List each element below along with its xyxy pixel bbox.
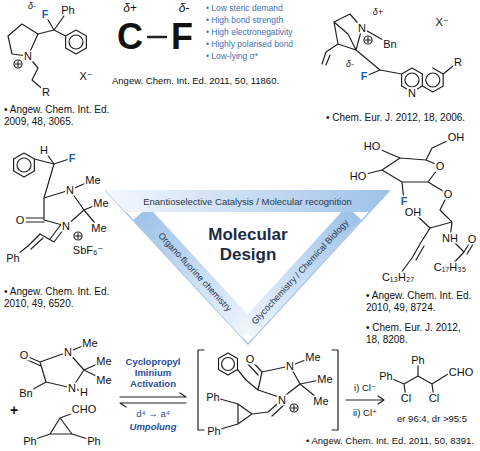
- triangle-shape: [106, 191, 389, 344]
- atom-label: N: [61, 221, 71, 232]
- atom-label: H: [39, 145, 49, 156]
- fluorine-label: F: [360, 71, 369, 82]
- atom-label: X⁻: [434, 17, 449, 28]
- cinchona-structure: [322, 14, 458, 92]
- band-fill: [105, 190, 390, 212]
- atom-label: SbF₆⁻: [72, 245, 104, 256]
- atom-label: R: [453, 57, 463, 68]
- atom-label: H: [79, 387, 89, 398]
- atom-label: R: [41, 87, 51, 98]
- atom-label: N: [407, 88, 417, 99]
- plus-sign: +: [9, 403, 19, 417]
- atom-label: Ph: [378, 371, 393, 382]
- partial-charge: δ+: [372, 8, 384, 17]
- atom-label: CHO: [71, 404, 97, 415]
- property-bullet: • Low steric demand: [206, 4, 283, 14]
- atom-label: Ph: [410, 355, 425, 366]
- partial-charge: δ-: [345, 60, 355, 69]
- atom-label: O: [245, 354, 256, 365]
- pyrrolidinium-structure: [8, 16, 86, 92]
- atom-label: O: [443, 189, 454, 200]
- atom-label: O: [435, 161, 446, 172]
- property-bullet: • Low-lying σ*: [206, 52, 258, 62]
- atom-label: O: [467, 234, 478, 245]
- umpolung-note: d⁴ → a⁴: [135, 409, 171, 419]
- atom-label: N: [65, 185, 75, 196]
- node-text: Molecular Design: [196, 225, 300, 265]
- fluorine-label: F: [68, 153, 77, 164]
- property-bullet: • High bond strength: [206, 16, 283, 26]
- intermediate-structure: [213, 353, 325, 431]
- atom-label: OH: [447, 132, 466, 143]
- property-bullet: • High electronegativity: [206, 28, 293, 38]
- atom-label: O: [15, 215, 26, 226]
- atom-label: N: [23, 51, 33, 62]
- atom-label: N: [67, 383, 77, 394]
- reaction-condition: ii) Cl⁺: [352, 408, 378, 418]
- atom-label: Cl: [428, 393, 440, 404]
- atom-label: Ph: [206, 426, 221, 437]
- atom-label: C₁₃H₂₇: [381, 272, 415, 283]
- citation: • Angew. Chem. Int. Ed. 2009, 48, 3065.: [4, 104, 114, 127]
- atom-label: Bn: [18, 388, 33, 399]
- atom-label: C₁₇H₃₅: [433, 262, 467, 273]
- bond-atom: C: [116, 19, 144, 55]
- node-text: Enantioselective Catalysis / Molecular r…: [128, 196, 368, 207]
- equilibrium-arrows: [120, 393, 186, 407]
- theme-band: Enantioselective Catalysis / Molecular r…: [105, 190, 390, 212]
- fluorine-label: F: [41, 9, 50, 20]
- partial-charge: δ-: [178, 2, 191, 14]
- atom-label: O: [19, 350, 30, 361]
- atom-label: Ph: [86, 436, 101, 447]
- atom-label: OH: [404, 207, 423, 218]
- atom-label: N: [277, 395, 287, 406]
- citation: • Angew. Chem. Int. Ed. 2010, 49, 6520.: [4, 286, 114, 309]
- carbon-fluorine-bond: [148, 36, 166, 39]
- atom-label: Ph: [22, 436, 37, 447]
- atom-label: CHO: [448, 367, 474, 378]
- atom-label: X⁻: [78, 71, 93, 82]
- property-bullet: • Highly polarised bond: [206, 40, 293, 50]
- atom-label: N: [357, 23, 367, 34]
- atom-label: HO: [363, 141, 382, 152]
- atom-label: Ph: [5, 253, 20, 264]
- atom-label: Ph: [60, 5, 75, 16]
- reaction-condition: i) Cl⁻: [353, 383, 377, 393]
- atom-label: Me: [95, 375, 112, 386]
- partial-charge: δ+: [122, 2, 138, 14]
- brackets: [198, 350, 338, 430]
- citation: • Chem. Eur. J. 2012, 18, 2006.: [326, 112, 474, 124]
- atom-label: Me: [81, 338, 98, 349]
- atom-label: Me: [90, 223, 107, 234]
- reaction-condition: er 96:4, dr >95:5: [396, 414, 468, 424]
- atom-label: N: [285, 361, 295, 372]
- imidazolidinone-structure: [24, 343, 104, 393]
- citation: • Chem. Eur. J. 2012, 18, 8208.: [366, 322, 474, 345]
- umpolung-note: Umpolung: [129, 422, 178, 432]
- atom-label: Me: [304, 352, 321, 363]
- reaction-arrow: [346, 396, 384, 404]
- iminium-structure: [13, 150, 101, 258]
- citation: • Angew. Chem. Int. Ed. 2011, 50, 8391.: [306, 436, 474, 447]
- citation: Angew. Chem. Int. Ed. 2011, 50, 11860.: [112, 76, 279, 87]
- atom-label: NH: [441, 233, 459, 244]
- atom-label: Me: [92, 198, 109, 209]
- atom-label: Me: [95, 356, 112, 367]
- atom-label: Cl: [400, 393, 412, 404]
- atom-label: Me: [312, 396, 329, 407]
- activation-label: Cyclopropyl Iminium Activation: [114, 356, 192, 389]
- fluorine-label: F: [400, 196, 409, 207]
- citation: • Angew. Chem. Int. Ed. 2010, 49, 8724.: [366, 290, 474, 313]
- atom-label: Ph: [205, 392, 220, 403]
- atom-label: Me: [316, 374, 333, 385]
- atom-label: Bn: [382, 39, 397, 50]
- partial-charge: δ-: [27, 2, 37, 11]
- design-triangle: Molecular Design Enantioselective Catalys…: [105, 190, 390, 345]
- atom-label: Me: [84, 175, 101, 186]
- bond-atom: F: [170, 19, 194, 55]
- atom-label: HO: [349, 171, 368, 182]
- atom-label: N: [63, 347, 73, 358]
- galactoside-structure: [358, 137, 475, 277]
